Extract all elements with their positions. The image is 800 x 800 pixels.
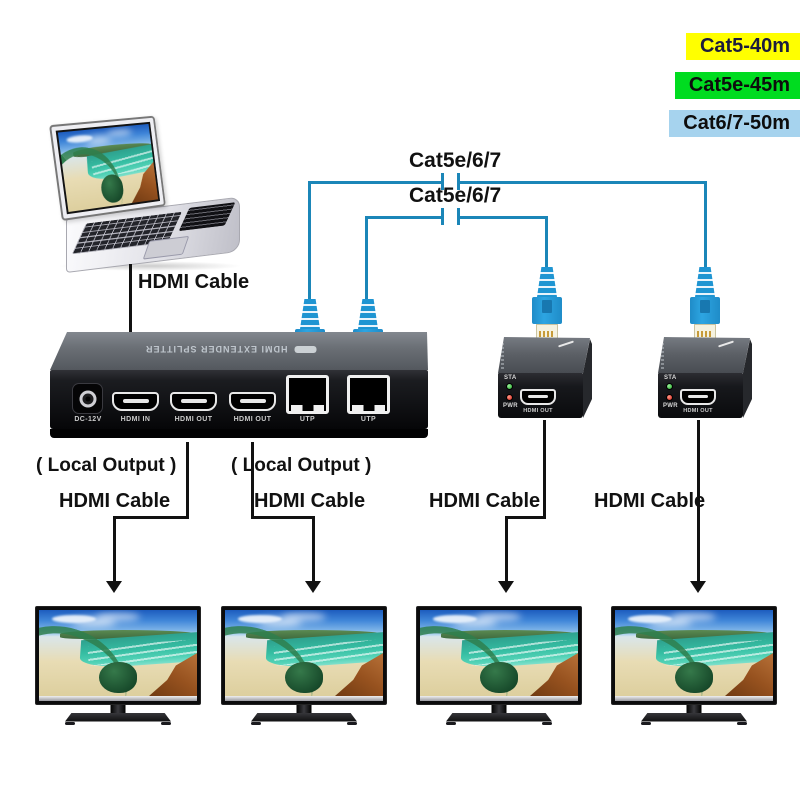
dc-port-label: DC-12V xyxy=(74,416,102,423)
tv-4-screen xyxy=(615,610,773,696)
output-arrow-1 xyxy=(106,581,122,593)
pwr-led xyxy=(506,394,513,401)
cat-line-upper-tick-right xyxy=(457,173,460,190)
pwr-led xyxy=(666,394,673,401)
hdmi-cable-laptop-label: HDMI Cable xyxy=(138,271,250,293)
tv-1-screen xyxy=(39,610,197,696)
splitter-top-face xyxy=(50,332,428,370)
laptop-screen-bezel xyxy=(55,121,161,215)
sta-label: STA xyxy=(664,375,677,381)
hdmi-cable-label-2: HDMI Cable xyxy=(254,490,366,512)
hdmi-cable-label-4: HDMI Cable xyxy=(594,490,706,512)
tv-1-bottom-strip xyxy=(39,696,197,701)
hdmi-out-2-label: HDMI OUT xyxy=(233,416,272,423)
tv-1-stand-neck xyxy=(110,705,126,714)
tv-4-stand-neck xyxy=(686,705,702,714)
hdmi-cable-label-1: HDMI Cable xyxy=(59,490,171,512)
beach-wallpaper xyxy=(57,123,159,212)
tv-1 xyxy=(35,606,201,728)
cat-label-lower: Cat5e/6/7 xyxy=(409,184,502,207)
tv-4-stand-base xyxy=(641,713,747,722)
utp-2-port xyxy=(347,375,390,414)
receiver-1-hdmi-out-label: HDMI OUT xyxy=(523,408,553,414)
tv-4-frame xyxy=(611,606,777,705)
output-arrow-2 xyxy=(305,581,321,593)
receiver-1-side-print xyxy=(501,343,504,369)
utp-2-label: UTP xyxy=(360,416,377,423)
hdmi-out-1-port xyxy=(170,392,217,411)
receiver-1-top-face xyxy=(498,337,590,373)
tv-3-stand-base xyxy=(446,713,552,722)
tv-3-frame xyxy=(416,606,582,705)
utp-1-port xyxy=(286,375,329,414)
legend-badge-cat5e: Cat5e-45m xyxy=(674,72,800,99)
tv-3-bottom-strip xyxy=(420,696,578,701)
tv-3-screen xyxy=(420,610,578,696)
hdmi-cable-laptop-line xyxy=(129,264,132,360)
splitter-top-print: HDMI EXTENDER SPLITTER xyxy=(145,343,317,356)
receiver-2-top-face xyxy=(658,337,750,373)
pwr-label: PWR xyxy=(503,403,518,409)
laptop-shadow xyxy=(58,261,242,271)
receiver-2-side-print xyxy=(661,343,664,369)
receiver-1-highlight xyxy=(558,340,574,348)
pwr-label: PWR xyxy=(663,403,678,409)
cat-line-lower-tick-left xyxy=(441,208,444,225)
receiver-1-front-face: STA PWR HDMI OUT xyxy=(498,373,583,418)
tv-2 xyxy=(221,606,387,728)
tv-3-stand-neck xyxy=(491,705,507,714)
laptop xyxy=(36,115,242,273)
tv-3 xyxy=(416,606,582,728)
receiver-1-side-face xyxy=(583,339,592,418)
receiver-2: STA PWR HDMI OUT xyxy=(658,337,754,420)
laptop-screen xyxy=(49,115,166,221)
tv-1-frame xyxy=(35,606,201,705)
legend-badge-cat5: Cat5-40m xyxy=(685,33,800,60)
receiver-2-side-face xyxy=(743,339,752,418)
tv-4-bottom-strip xyxy=(615,696,773,701)
splitter-front-face: DC-12V HDMI IN HDMI OUT HDMI OUT UTP UTP xyxy=(50,370,428,429)
receiver-2-front-face: STA PWR HDMI OUT xyxy=(658,373,743,418)
dc-power-jack xyxy=(72,383,103,414)
local-output-label-2: ( Local Output ) xyxy=(231,455,372,476)
receiver-2-highlight xyxy=(718,340,734,348)
cat-line-upper-tick-left xyxy=(441,173,444,190)
hdmi-in-label: HDMI IN xyxy=(120,416,151,423)
sta-led xyxy=(666,383,673,390)
hdmi-out-2-port xyxy=(229,392,276,411)
laptop-vents xyxy=(178,202,236,232)
receiver-2-hdmi-out-label: HDMI OUT xyxy=(683,408,713,414)
tv-4 xyxy=(611,606,777,728)
legend-badge-cat6-7: Cat6/7-50m xyxy=(669,110,800,137)
receiver-1: STA PWR HDMI OUT xyxy=(498,337,594,420)
output-arrow-4 xyxy=(690,581,706,593)
hdmi-in-port xyxy=(112,392,159,411)
tv-2-stand-base xyxy=(251,713,357,722)
local-output-label-1: ( Local Output ) xyxy=(36,455,177,476)
tv-2-screen xyxy=(225,610,383,696)
sta-label: STA xyxy=(504,375,517,381)
rj45-connector-receiver1 xyxy=(532,267,562,339)
hdmi-cable-label-3: HDMI Cable xyxy=(429,490,541,512)
tv-1-stand-base xyxy=(65,713,171,722)
rj45-connector-receiver2 xyxy=(690,267,720,339)
cat-line-lower-tick-right xyxy=(457,208,460,225)
sta-led xyxy=(506,383,513,390)
output-arrow-3 xyxy=(498,581,514,593)
brand-badge xyxy=(294,346,317,353)
receiver-2-hdmi-out-port xyxy=(680,389,716,405)
tv-2-frame xyxy=(221,606,387,705)
cat-label-upper: Cat5e/6/7 xyxy=(409,149,502,172)
hdmi-out-1-label: HDMI OUT xyxy=(174,416,213,423)
utp-1-label: UTP xyxy=(299,416,316,423)
tv-2-bottom-strip xyxy=(225,696,383,701)
tv-2-stand-neck xyxy=(296,705,312,714)
splitter-bottom-edge xyxy=(50,429,428,438)
receiver-1-hdmi-out-port xyxy=(520,389,556,405)
